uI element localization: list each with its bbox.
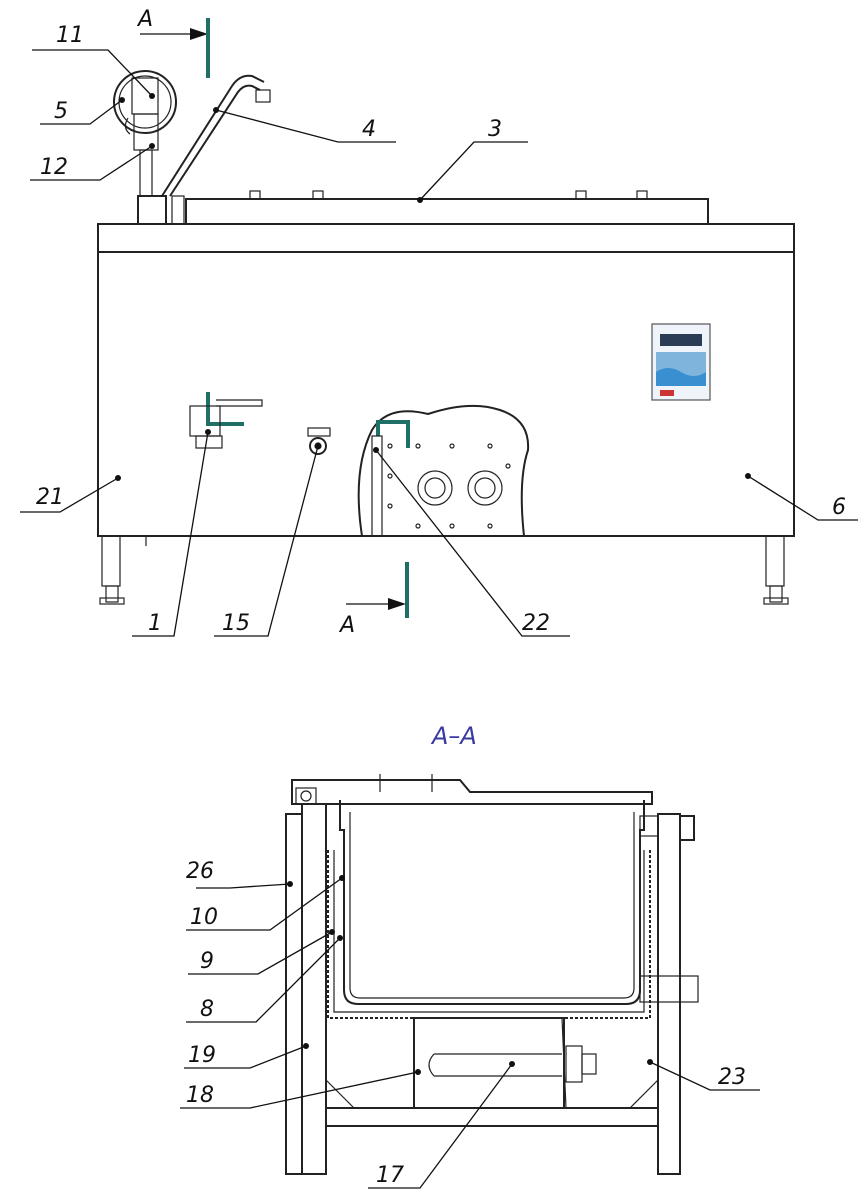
label-19: 19: [188, 1043, 216, 1068]
section-lid: [291, 774, 653, 805]
label-8: 8: [200, 997, 214, 1022]
label-4: 4: [362, 117, 376, 142]
water-tap: [161, 74, 271, 225]
label-26: 26: [186, 859, 214, 884]
label-10: 10: [190, 905, 218, 930]
front-view: A: [20, 7, 858, 638]
label-21: 21: [36, 485, 64, 510]
section-arrow-head-bottom: [388, 598, 406, 610]
section-title: A–A: [430, 722, 477, 750]
label-9: 9: [200, 949, 214, 974]
leaders-front: [20, 49, 858, 637]
label-12: 12: [40, 155, 68, 180]
label-17: 17: [376, 1163, 404, 1188]
section-arrow-head-top: [190, 28, 208, 40]
label-18: 18: [186, 1083, 214, 1108]
lid: [185, 190, 709, 225]
label-1: 1: [148, 611, 162, 636]
cabinet-body: [97, 251, 795, 537]
small-valve: [307, 427, 331, 455]
leaders-section: [180, 875, 760, 1189]
label-23: 23: [718, 1065, 746, 1090]
label-22: 22: [522, 611, 550, 636]
label-6: 6: [832, 495, 846, 520]
top-rim: [97, 223, 795, 253]
label-15: 15: [222, 611, 250, 636]
section-view: A–A: [180, 722, 760, 1189]
section-mark-bottom: A: [338, 562, 409, 638]
section-heater: [413, 1017, 597, 1109]
pressure-gauge: [113, 70, 177, 225]
section-frame: [285, 803, 695, 1175]
label-11: 11: [56, 23, 84, 48]
section-letter-top: A: [136, 7, 153, 32]
control-panel: [651, 323, 711, 401]
section-tank: [327, 800, 699, 1019]
drain-valve: [189, 392, 263, 449]
label-3: 3: [488, 117, 502, 142]
label-5: 5: [54, 99, 68, 124]
section-mark-top: A: [136, 7, 210, 78]
section-letter-bottom: A: [338, 613, 355, 638]
cutaway-view: [357, 404, 530, 537]
legs: [99, 535, 789, 605]
